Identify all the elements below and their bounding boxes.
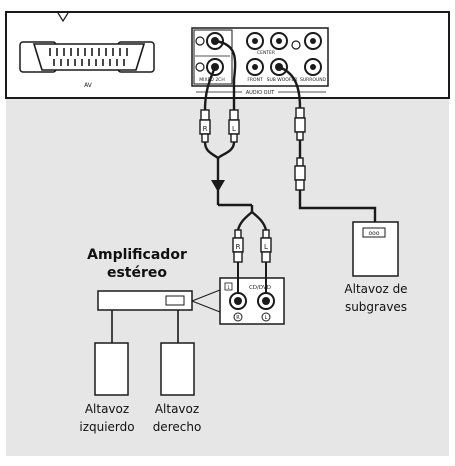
- amp-right-mark: R: [236, 315, 240, 321]
- plug-letter: L: [264, 243, 268, 251]
- svg-text:1: 1: [227, 285, 230, 290]
- mixed-2ch-label: MIXED 2CH: [199, 77, 224, 83]
- signal-direction-arrow: [211, 180, 225, 192]
- av-label: AV: [84, 82, 93, 89]
- center-label: CENTER: [257, 50, 275, 56]
- amp-right-jack: [229, 292, 247, 310]
- screw-icon: [195, 36, 205, 46]
- center-jack: [246, 32, 264, 50]
- surround-top-jack: [304, 32, 322, 50]
- scart-connector: [19, 41, 155, 73]
- plug-letter: L: [232, 125, 236, 133]
- panel-notch: [57, 12, 69, 23]
- callout-line: [191, 289, 221, 302]
- right-speaker-label: Altavoz derecho: [152, 402, 202, 434]
- sub-woofer-label: SUB WOOFER: [267, 77, 298, 83]
- stereo-cable-upper: [203, 39, 237, 111]
- amplifier-label: Amplificador estéreo: [87, 247, 187, 281]
- stereo-cable-lower: [203, 141, 268, 231]
- subwoofer-label: Altavoz de subgraves: [344, 282, 408, 314]
- right-speaker: [160, 342, 195, 396]
- subwoofer-speaker: ooo: [352, 221, 399, 277]
- subwoofer-input-label: ooo: [368, 230, 379, 237]
- upper-right-plug: R: [199, 109, 211, 143]
- audio-out-jacks: [191, 27, 329, 87]
- surround-label: SURROUND: [300, 77, 327, 83]
- callout-line: [191, 300, 221, 313]
- screw-icon: [291, 40, 301, 50]
- left-speaker: [94, 342, 129, 396]
- cd-dvd-label: CD/DVD: [249, 285, 271, 291]
- stereo-amplifier: [97, 290, 193, 311]
- screw-icon: [195, 62, 205, 72]
- upper-left-plug: L: [228, 109, 240, 143]
- subwoofer-cable: [278, 65, 377, 222]
- plug-letter: R: [236, 243, 241, 251]
- amp-left-mark: L: [265, 315, 268, 321]
- front-jack: [246, 58, 264, 76]
- center-jack-2: [270, 32, 288, 50]
- lower-left-plug: L: [260, 229, 272, 263]
- amp-left-jack: [257, 292, 275, 310]
- plug-letter: R: [203, 125, 208, 133]
- surround-bottom-jack: [304, 58, 322, 76]
- speaker-cables: [111, 310, 179, 343]
- audio-out-label: AUDIO OUT: [246, 90, 276, 96]
- left-speaker-label: Altavoz izquierdo: [79, 402, 135, 434]
- lower-right-plug: R: [232, 229, 244, 263]
- amplifier-input-panel: 1 CD/DVD R L: [219, 277, 285, 325]
- front-label: FRONT: [247, 77, 263, 83]
